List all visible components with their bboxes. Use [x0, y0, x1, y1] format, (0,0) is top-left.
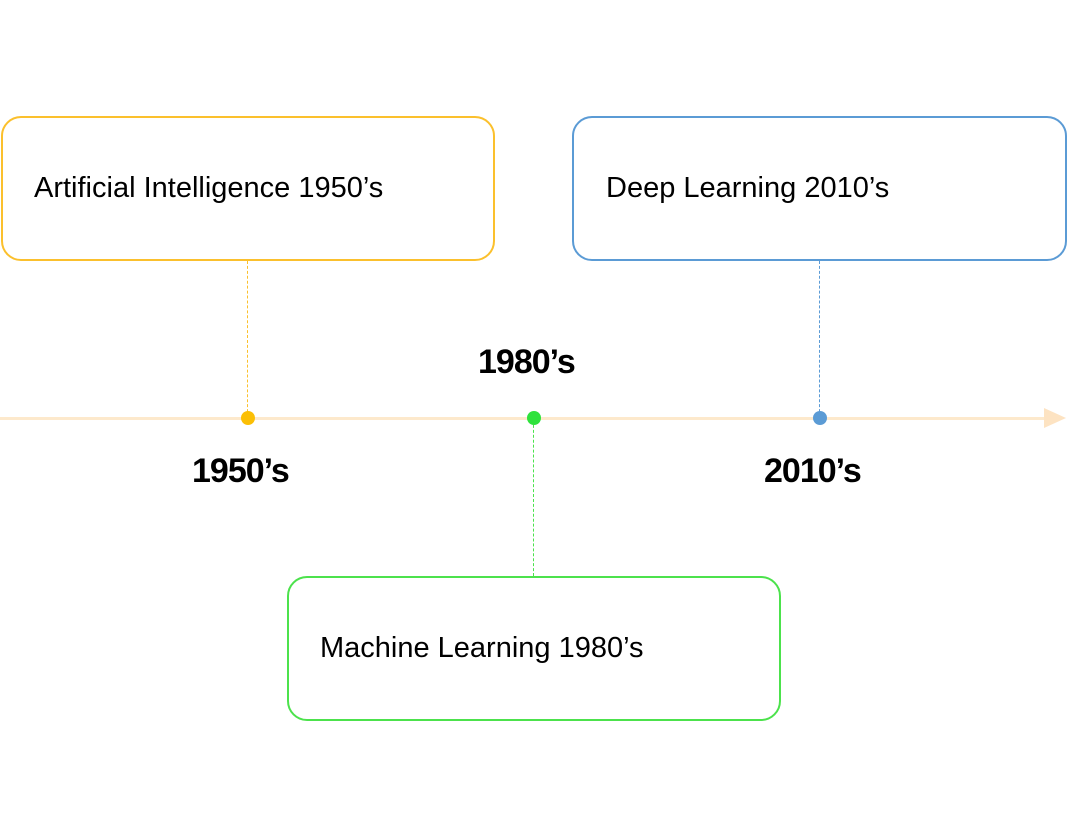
- timeline-arrow-icon: [1044, 408, 1066, 428]
- marker-1950s: [241, 411, 255, 425]
- connector-ml: [533, 420, 534, 576]
- era-label-2010s: 2010’s: [764, 452, 862, 490]
- connector-ai: [247, 261, 248, 417]
- box-machine-learning: Machine Learning 1980’s: [287, 576, 781, 721]
- box-ml-text: Machine Learning 1980’s: [320, 632, 644, 664]
- timeline-axis: [0, 417, 1048, 420]
- box-dl-text: Deep Learning 2010’s: [606, 172, 890, 204]
- box-deep-learning: Deep Learning 2010’s: [572, 116, 1067, 261]
- era-label-1950s: 1950’s: [192, 452, 290, 490]
- marker-2010s: [813, 411, 827, 425]
- connector-dl: [819, 261, 820, 417]
- box-artificial-intelligence: Artificial Intelligence 1950’s: [1, 116, 495, 261]
- era-label-1980s: 1980’s: [478, 343, 576, 381]
- box-ai-text: Artificial Intelligence 1950’s: [34, 172, 384, 204]
- marker-1980s: [527, 411, 541, 425]
